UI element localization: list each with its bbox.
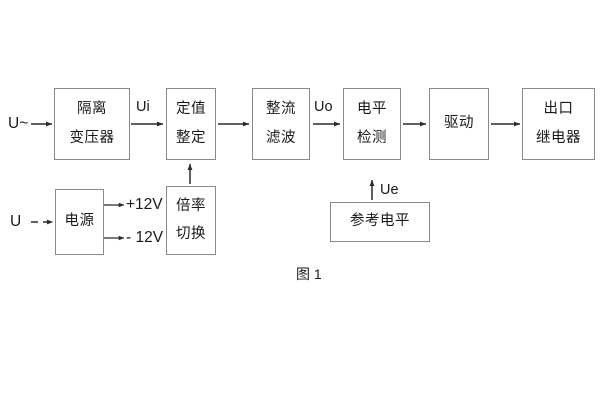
block-isolation-transformer-line2: 变压器 [69,129,115,146]
block-level-detect-line2: 检测 [357,129,387,146]
label-input-ac: U~ [8,115,29,132]
block-rectify-filter[interactable]: 整流 滤波 [252,88,310,160]
block-isolation-transformer-line1: 隔离 [77,101,107,118]
block-multiplier-switch-line2: 切换 [176,226,206,242]
figure-caption: 图 1 [296,266,322,282]
label-ue: Ue [380,182,399,198]
block-setting-value-line1: 定值 [176,101,206,118]
label-supply-positive: +12V [126,196,163,213]
block-rectify-filter-line2: 滤波 [266,129,296,146]
block-setting-value[interactable]: 定值 整定 [166,88,216,160]
block-level-detect-line1: 电平 [357,101,387,118]
block-isolation-transformer[interactable]: 隔离 变压器 [54,88,130,160]
block-drive-line1: 驱动 [444,115,474,132]
block-power-supply[interactable]: 电源 [55,189,104,255]
block-level-detect[interactable]: 电平 检测 [343,88,401,160]
block-output-relay-line2: 继电器 [536,129,581,146]
block-multiplier-switch-line1: 倍率 [176,197,206,214]
block-rectify-filter-line1: 整流 [266,101,296,118]
block-multiplier-switch[interactable]: 倍率 切换 [166,186,216,255]
block-power-supply-line1: 电源 [64,213,95,230]
block-output-relay-line1: 出口 [543,101,574,118]
block-output-relay[interactable]: 出口 继电器 [522,88,595,160]
label-input-dc: U [10,213,22,230]
label-uo: Uo [314,99,333,115]
block-reference-level[interactable]: 参考电平 [330,202,430,242]
block-drive[interactable]: 驱动 [429,88,489,160]
label-ui: Ui [136,99,150,115]
block-reference-level-line1: 参考电平 [350,213,410,230]
label-supply-negative: - 12V [126,229,164,246]
block-setting-value-line2: 整定 [176,129,206,146]
